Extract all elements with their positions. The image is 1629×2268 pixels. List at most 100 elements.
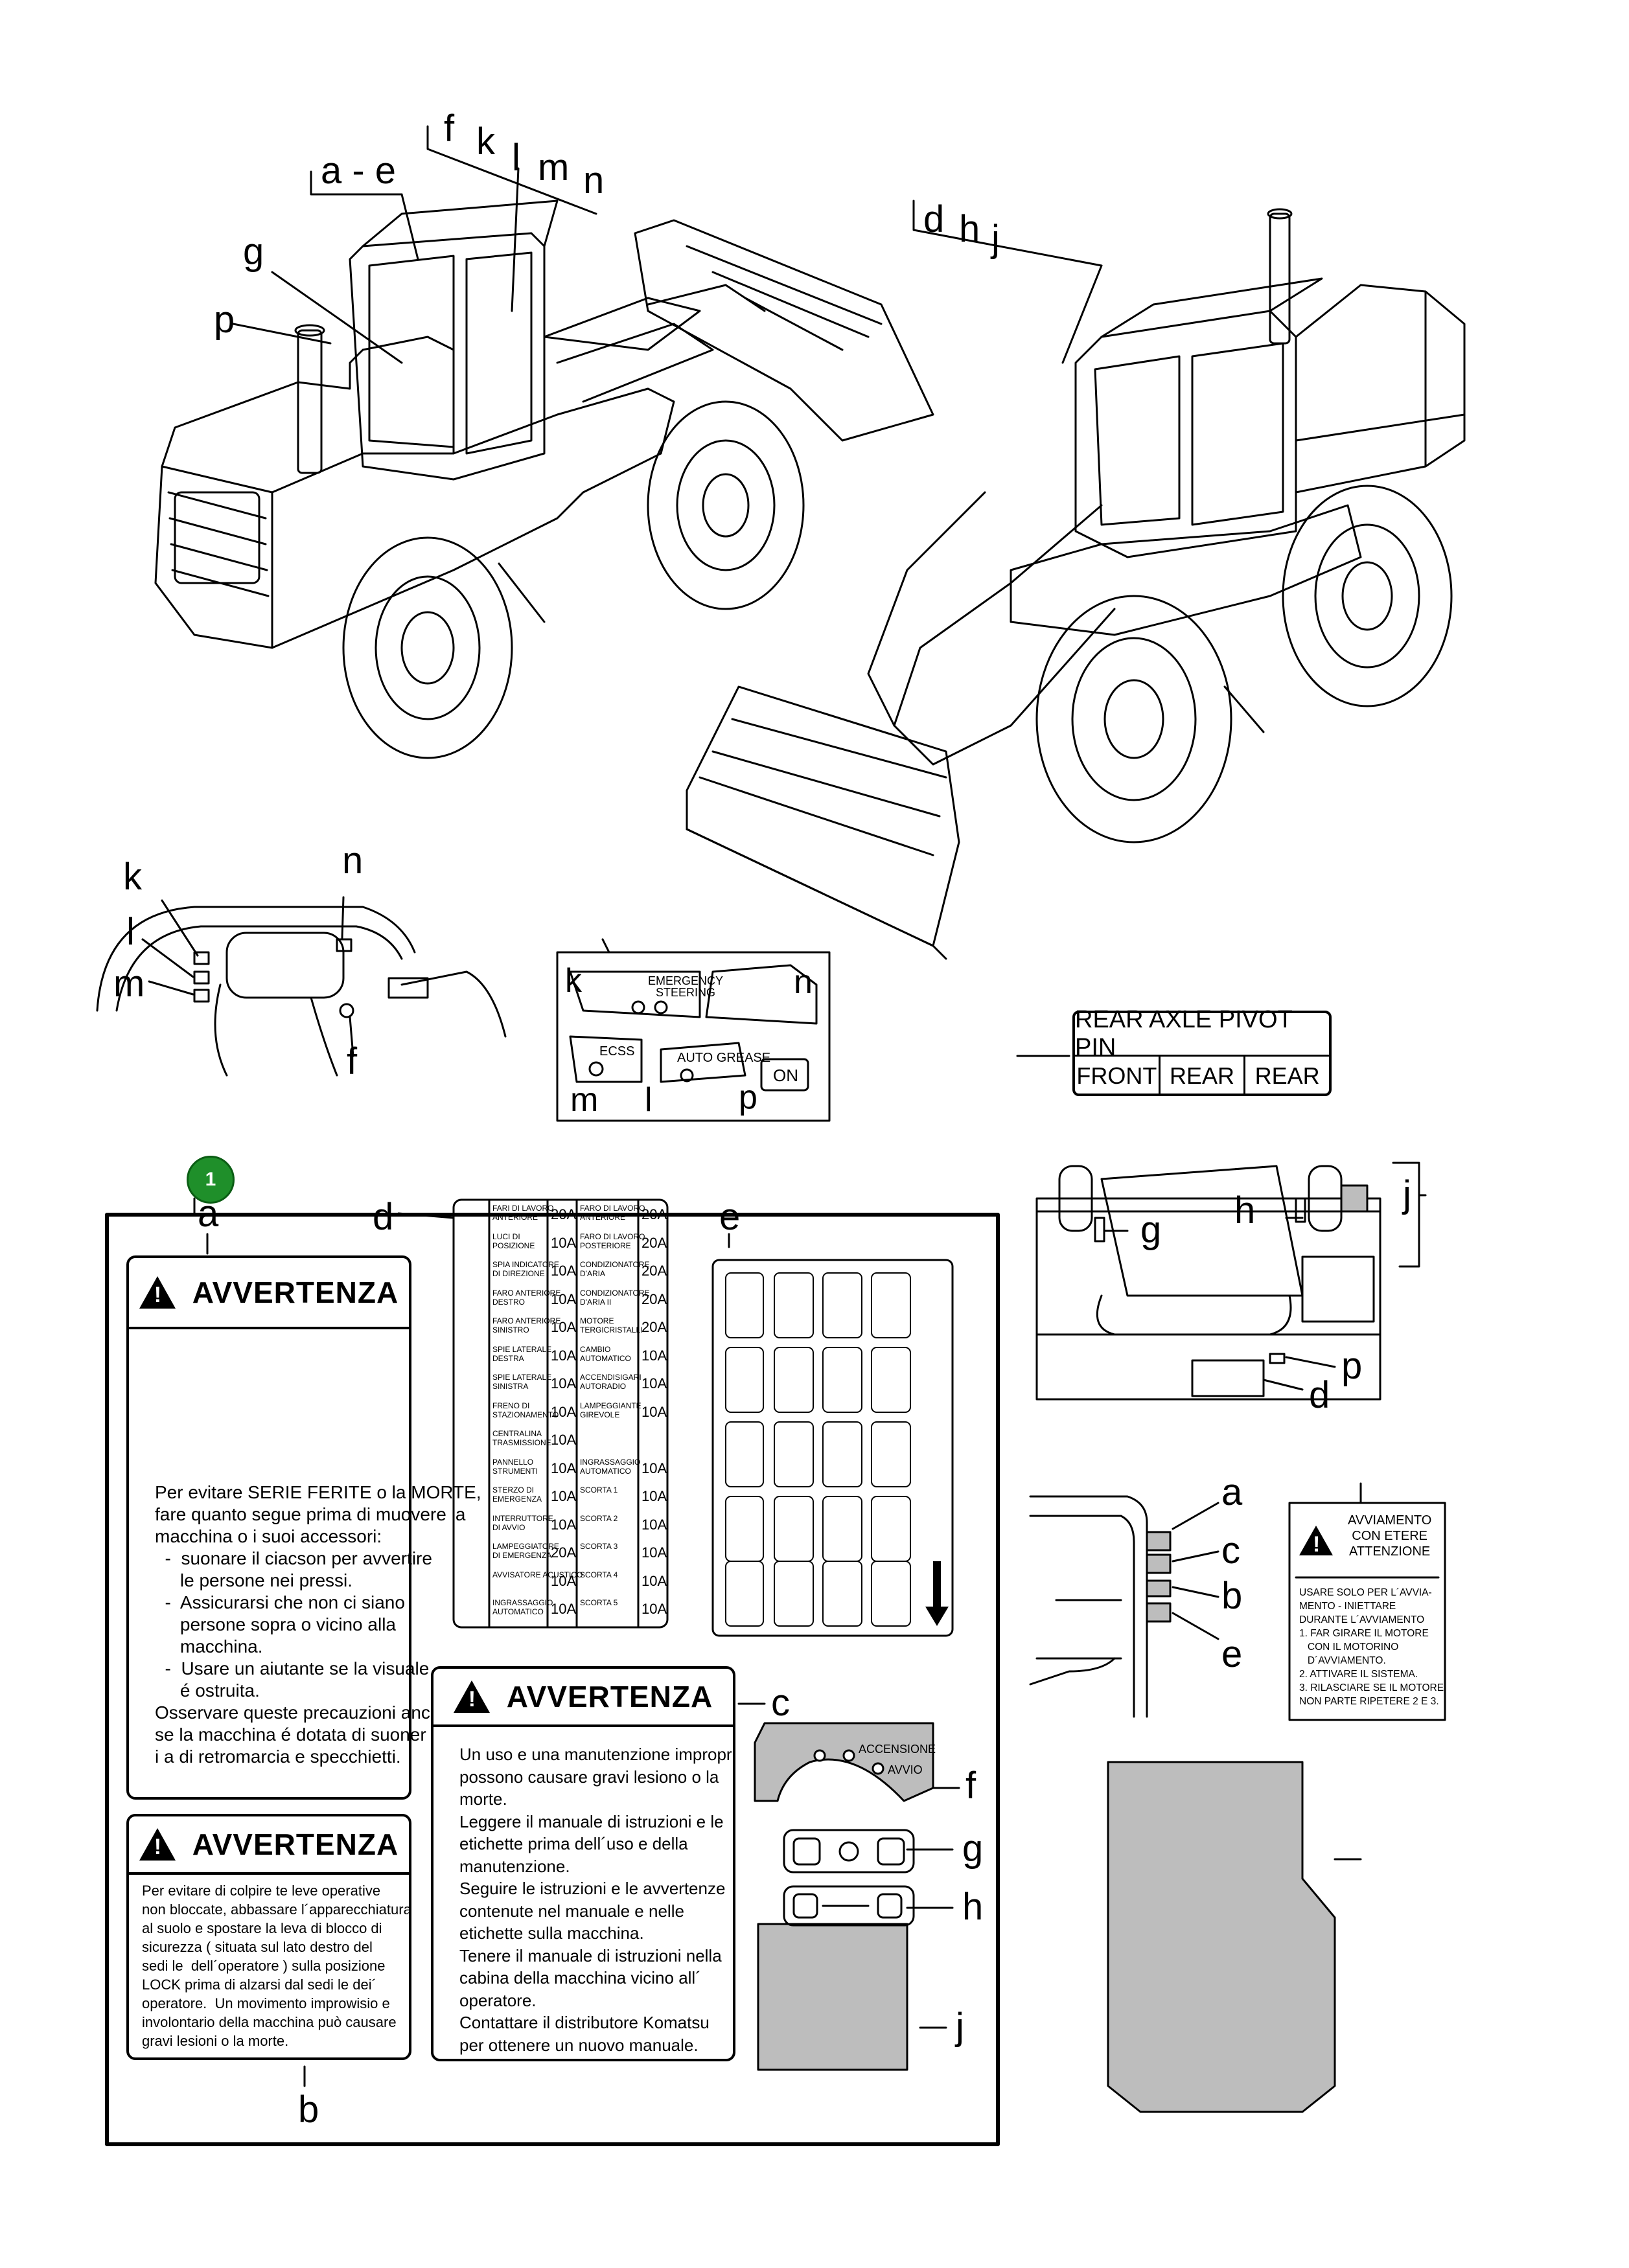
fuse-amperage: 20A <box>641 1234 667 1251</box>
label-h: h <box>959 208 980 250</box>
fuse-name: SCORTA 1 <box>580 1485 618 1495</box>
warning-icon: ! <box>139 1276 176 1309</box>
dash-label-f: f <box>347 1040 358 1082</box>
warning-icon: ! <box>139 1828 176 1861</box>
fuse-name: FRENO DI STAZIONAMENTO <box>492 1401 559 1419</box>
warning-label-b: ! AVVERTENZA Per evitare di colpire te l… <box>126 1814 411 2060</box>
fuse-amperage: 10A <box>641 1375 667 1392</box>
fuse-name: SCORTA 5 <box>580 1598 618 1607</box>
warning-label-c-text: Un uso e una manutenzione impropri posso… <box>459 1745 736 2055</box>
label-f: f <box>444 108 455 150</box>
fuse-amperage: 10A <box>551 1263 577 1279</box>
cab-interior-illustration <box>1035 1162 1427 1401</box>
panel-label-n: n <box>794 963 813 1001</box>
rear-axle-pivot-label: REAR AXLE PIVOT PIN FRONT REAR REAR <box>1072 1006 1332 1096</box>
rear-axle-cell-rear-2: REAR <box>1254 1062 1320 1089</box>
label-a-e: a - e <box>321 150 397 192</box>
fuse-amperage: 10A <box>551 1572 577 1589</box>
fuse-amperage: 10A <box>641 1572 667 1589</box>
fuse-name: CONDIZIONATORE D'ARIA <box>580 1260 650 1278</box>
side-label-c: c <box>1221 1529 1240 1572</box>
panel-label-k: k <box>565 962 582 1000</box>
panel-label-l: l <box>645 1081 653 1119</box>
fuse-name: SCORTA 3 <box>580 1542 618 1551</box>
dash-label-k: k <box>123 856 142 898</box>
fuse-amperage: 20A <box>551 1206 577 1222</box>
fuse-amperage: 10A <box>551 1403 577 1420</box>
fuse-amperage: 10A <box>551 1234 577 1251</box>
warning-label-a-text: Per evitare SERIE FERITE o la MORTE, far… <box>155 1482 481 1767</box>
label-d: d <box>923 198 945 240</box>
panel-label-m: m <box>570 1081 599 1119</box>
fuse-name: CONDIZIONATORE D'ARIA II <box>580 1288 650 1307</box>
rear-axle-title: REAR AXLE PIVOT PIN <box>1075 1006 1329 1061</box>
ignition-accensione-text: ACCENSIONE <box>859 1743 936 1756</box>
fuse-amperage: 10A <box>551 1375 577 1392</box>
fuse-amperage: 10A <box>551 1347 577 1364</box>
fuse-name: INGRASSAGGIO AUTOMATICO <box>492 1598 553 1616</box>
fuse-name: FARO DI LAVORO ANTERIORE <box>580 1204 645 1222</box>
label-g: g <box>243 231 264 273</box>
fuse-amperage: 20A <box>551 1544 577 1561</box>
fuse-amperage: 10A <box>641 1516 667 1533</box>
fuse-name: STERZO DI EMERGENZA <box>492 1485 542 1504</box>
side-labels-illustration <box>1029 1495 1219 1718</box>
fuse-name: MOTORE TERGICRISTALLI <box>580 1316 643 1334</box>
dash-label-l: l <box>126 911 135 953</box>
callout-number: 1 <box>187 1156 235 1204</box>
frame-label-g: g <box>962 1827 984 1870</box>
fuse-name: SCORTA 2 <box>580 1513 618 1523</box>
fuse-name: PANNELLO STRUMENTI <box>492 1457 538 1476</box>
fuse-name: FARO ANTERIORE SINISTRO <box>492 1316 561 1334</box>
rear-axle-cell-rear-1: REAR <box>1161 1057 1246 1095</box>
dash-label-m: m <box>113 963 145 1005</box>
frame-label-e: e <box>719 1196 741 1238</box>
frame-label-j: j <box>956 2006 964 2048</box>
fuse-amperage: 20A <box>641 1206 667 1222</box>
fuse-name: CENTRALINA TRASMISSIONE <box>492 1429 551 1447</box>
warning-label-c-header: AVVERTENZA <box>506 1680 713 1713</box>
side-label-e: e <box>1221 1633 1243 1675</box>
label-l: l <box>512 137 520 179</box>
fuse-name: LUCI DI POSIZIONE <box>492 1231 535 1250</box>
frame-label-a: a <box>198 1193 219 1235</box>
fuse-amperage: 10A <box>551 1319 577 1335</box>
auto-grease-text: AUTO GREASE <box>677 1051 771 1065</box>
wheel-loader-right-illustration <box>686 208 1466 960</box>
warning-label-b-header: AVVERTENZA <box>192 1827 399 1861</box>
cab-label-j: j <box>1403 1173 1411 1215</box>
ignition-avvio-text: AVVIO <box>888 1763 923 1776</box>
fuse-name: ACCENDISIGARI AUTORADIO <box>580 1373 641 1391</box>
dash-label-n: n <box>342 840 364 882</box>
cab-label-d: d <box>1309 1374 1330 1416</box>
wheel-loader-left-illustration <box>154 200 934 759</box>
fuse-amperage: 20A <box>641 1319 667 1335</box>
dashboard-illustration <box>96 896 507 1077</box>
starting-aid-text: USARE SOLO PER L´AVVIA- MENTO - INIETTAR… <box>1299 1587 1444 1707</box>
switch-panel-illustration <box>556 938 831 1122</box>
starting-aid-title: AVVIAMENTO CON ETERE ATTENZIONE <box>1348 1513 1432 1559</box>
fuse-amperage: 10A <box>551 1290 577 1307</box>
on-switch-text: ON <box>773 1066 798 1085</box>
warning-icon: ! <box>453 1680 490 1713</box>
warning-label-a-header: AVVERTENZA <box>192 1276 399 1309</box>
fuse-name: FARI DI LAVORO ANTERIORE <box>492 1204 554 1222</box>
fuse-name: CAMBIO AUTOMATICO <box>580 1344 631 1363</box>
side-label-a: a <box>1221 1471 1243 1513</box>
label-n: n <box>583 159 605 201</box>
fuse-amperage: 10A <box>551 1516 577 1533</box>
label-m: m <box>538 146 570 189</box>
frame-label-b: b <box>298 2089 319 2131</box>
fuse-name: INTERRUTTORE DI AVVIO <box>492 1513 553 1532</box>
warning-label-b-text: Per evitare di colpire te leve operative… <box>142 1883 411 2049</box>
label-sheet-frame <box>105 1213 1000 2146</box>
fuse-name: LAMPEGGIATORE DI EMERGENZA <box>492 1542 559 1560</box>
panel-label-p: p <box>739 1079 757 1116</box>
fuse-amperage: 10A <box>641 1460 667 1476</box>
fuse-amperage: 10A <box>551 1488 577 1504</box>
fuse-name: INGRASSAGGIO AUTOMATICO <box>580 1457 641 1476</box>
fuse-amperage: 20A <box>641 1263 667 1279</box>
fuse-name: FARO DI LAVORO POSTERIORE <box>580 1231 645 1250</box>
frame-label-d: d <box>373 1196 394 1238</box>
